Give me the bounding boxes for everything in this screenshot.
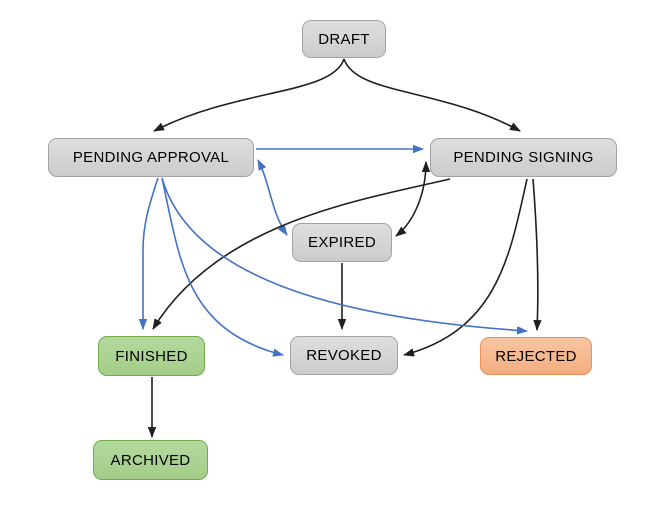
- edge-pending-signing-to-rejected: [532, 178, 542, 331]
- state-label-rejected: REJECTED: [495, 347, 577, 365]
- state-node-expired: EXPIRED: [292, 223, 392, 262]
- state-label-expired: EXPIRED: [308, 234, 376, 251]
- edge-pending-approval-expired-bidirectional: [257, 159, 288, 236]
- state-label-draft: DRAFT: [318, 30, 370, 48]
- state-node-pending-signing: PENDING SIGNING: [430, 138, 617, 177]
- state-label-pending-approval: PENDING APPROVAL: [72, 149, 230, 166]
- state-node-rejected: REJECTED: [480, 337, 592, 375]
- state-label-revoked: REVOKED: [306, 347, 382, 364]
- edge-pending-approval-to-revoked: [161, 177, 284, 357]
- edge-draft-to-pending-approval: [153, 58, 345, 132]
- edge-pending-approval-to-finished: [138, 177, 159, 330]
- state-label-finished: FINISHED: [115, 347, 188, 365]
- state-label-archived: ARCHIVED: [110, 451, 191, 469]
- state-node-pending-approval: PENDING APPROVAL: [48, 138, 254, 177]
- state-node-revoked: REVOKED: [290, 336, 398, 375]
- state-node-finished: FINISHED: [98, 336, 205, 376]
- edge-pending-signing-to-revoked: [403, 178, 528, 357]
- state-label-pending-signing: PENDING SIGNING: [453, 149, 594, 166]
- edge-pending-signing-to-finished: [152, 178, 451, 330]
- state-node-archived: ARCHIVED: [93, 440, 208, 480]
- edge-pending-approval-to-rejected: [161, 177, 528, 335]
- state-node-draft: DRAFT: [302, 20, 386, 58]
- edge-draft-to-pending-signing: [343, 58, 521, 132]
- edge-pending-signing-expired-bidirectional: [395, 161, 431, 237]
